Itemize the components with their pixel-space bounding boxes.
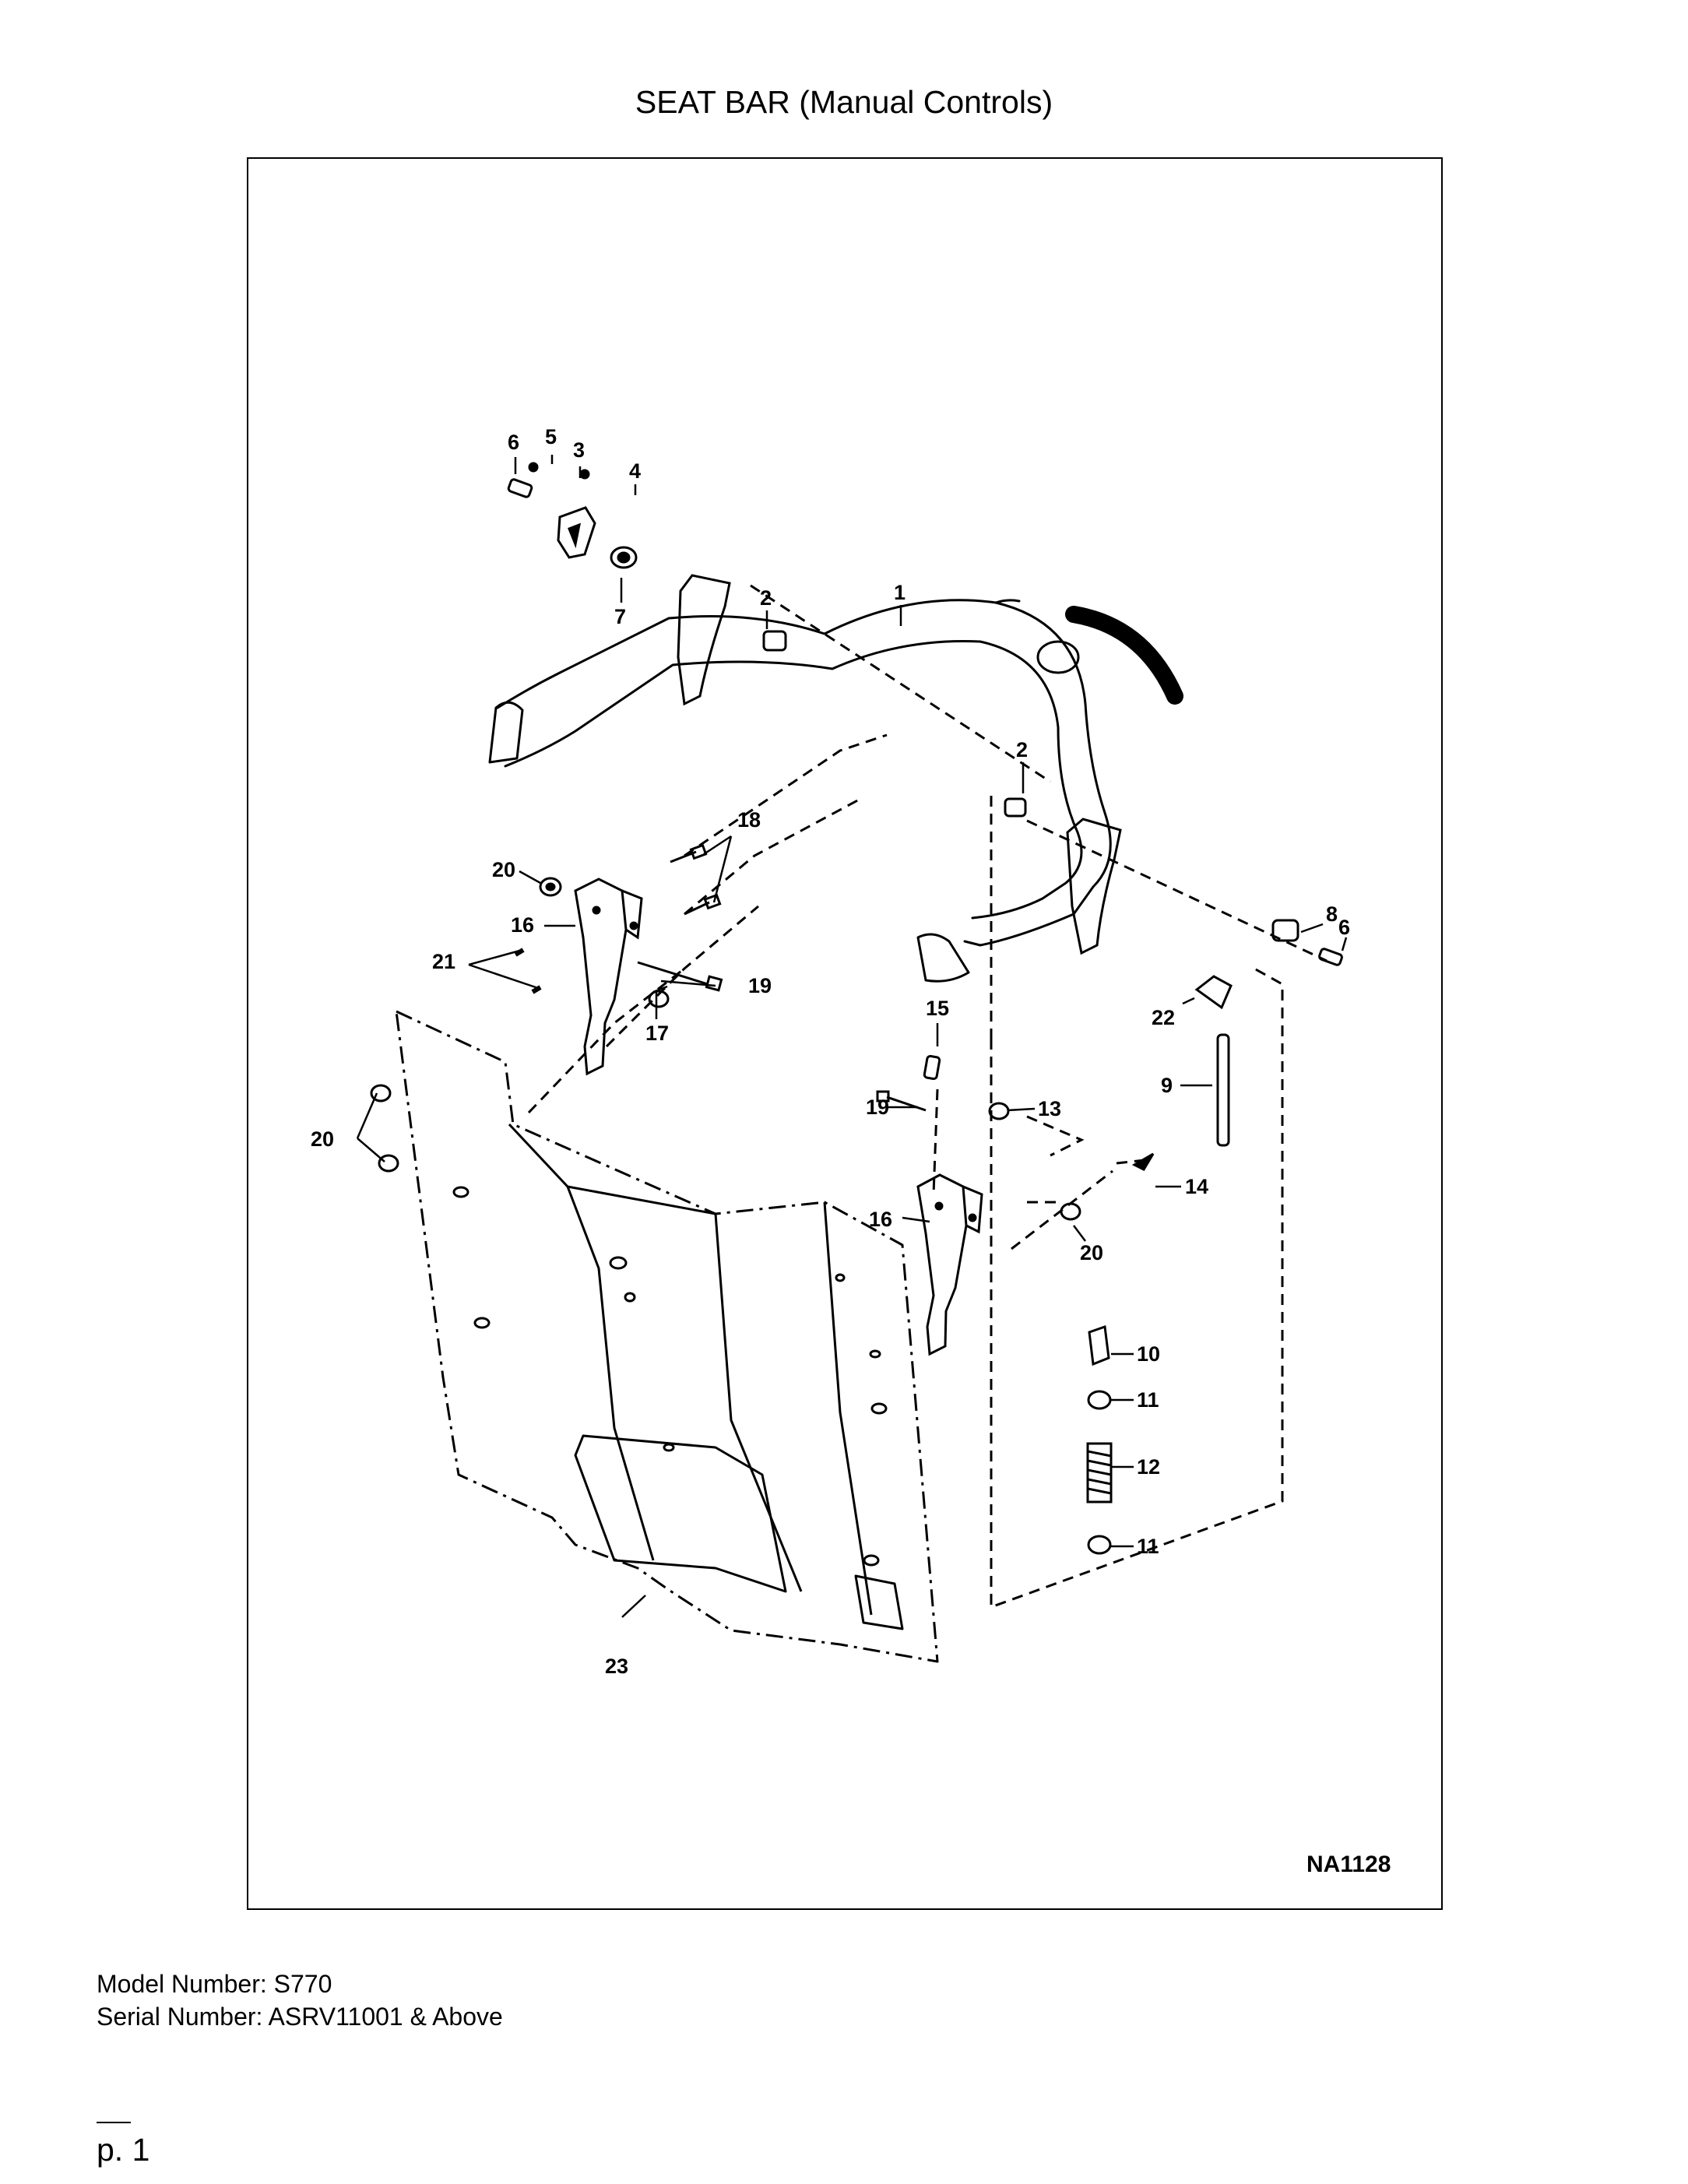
right-hinge-plate bbox=[1066, 818, 1122, 955]
callout-18: 18 bbox=[737, 808, 761, 832]
callout-5: 5 bbox=[545, 425, 557, 448]
seat-panel bbox=[395, 1010, 939, 1663]
callout-20-right: 20 bbox=[1080, 1241, 1103, 1264]
serial-number: Serial Number: ASRV11001 & Above bbox=[97, 2003, 503, 2031]
bracket-left bbox=[574, 877, 643, 1076]
callout-10: 10 bbox=[1137, 1342, 1160, 1366]
left-hinge-plate bbox=[677, 574, 731, 706]
callout-4: 4 bbox=[629, 459, 641, 483]
callout-19-right: 19 bbox=[866, 1096, 889, 1119]
model-info: Model Number: S770 Serial Number: ASRV11… bbox=[97, 1968, 503, 2033]
stop-bracket-and-bolt bbox=[1194, 975, 1233, 1147]
callout-21: 21 bbox=[432, 950, 455, 973]
callout-11-lower: 11 bbox=[1137, 1535, 1159, 1558]
seat-bar bbox=[488, 599, 1112, 983]
spring-assembly bbox=[1086, 1324, 1113, 1555]
callout-1: 1 bbox=[894, 581, 906, 604]
callout-13: 13 bbox=[1038, 1097, 1061, 1120]
callout-14: 14 bbox=[1185, 1175, 1208, 1198]
callout-20-left: 20 bbox=[311, 1127, 334, 1151]
bracket-right bbox=[916, 1173, 983, 1356]
callout-7: 7 bbox=[614, 605, 626, 628]
callout-19-left: 19 bbox=[748, 974, 772, 997]
callout-15: 15 bbox=[926, 997, 949, 1020]
callout-8: 8 bbox=[1326, 902, 1338, 926]
callout-9: 9 bbox=[1161, 1074, 1173, 1097]
callout-2-right: 2 bbox=[1016, 738, 1028, 761]
callout-16-left: 16 bbox=[511, 913, 534, 937]
callout-3: 3 bbox=[573, 438, 585, 462]
spacer-and-pin-right bbox=[1271, 919, 1343, 966]
callout-20-upper: 20 bbox=[492, 858, 515, 881]
callout-6-right: 6 bbox=[1338, 916, 1350, 939]
callout-2-left: 2 bbox=[760, 586, 772, 610]
callout-17: 17 bbox=[645, 1022, 669, 1045]
fasteners bbox=[370, 843, 1155, 1221]
parts-diagram: 6 5 3 4 7 2 1 2 8 6 22 9 13 14 20 10 11 … bbox=[311, 425, 1391, 1877]
page-number: p. 1 bbox=[97, 2132, 150, 2168]
assembly-dashed-lines bbox=[527, 584, 1328, 1609]
page-rule bbox=[97, 2122, 131, 2123]
diagram-frame: 6 5 3 4 7 2 1 2 8 6 22 9 13 14 20 10 11 … bbox=[247, 157, 1443, 1910]
reference-code: NA1128 bbox=[1306, 1852, 1391, 1877]
leader-lines bbox=[356, 455, 1348, 1618]
page-title: SEAT BAR (Manual Controls) bbox=[635, 84, 1053, 120]
bushing-left bbox=[762, 630, 787, 652]
model-number: Model Number: S770 bbox=[97, 1970, 332, 1998]
callout-labels: 6 5 3 4 7 2 1 2 8 6 22 9 13 14 20 10 11 … bbox=[311, 425, 1350, 1678]
callout-12: 12 bbox=[1137, 1455, 1160, 1479]
callout-16-right: 16 bbox=[869, 1208, 892, 1231]
callout-22: 22 bbox=[1152, 1006, 1175, 1029]
left-pivot-bracket bbox=[507, 462, 638, 569]
callout-6-left: 6 bbox=[508, 431, 519, 454]
callout-11-upper: 11 bbox=[1137, 1388, 1159, 1412]
bushing-right bbox=[1004, 797, 1027, 818]
seat-belt-strap bbox=[1065, 606, 1183, 705]
callout-23: 23 bbox=[605, 1655, 628, 1678]
